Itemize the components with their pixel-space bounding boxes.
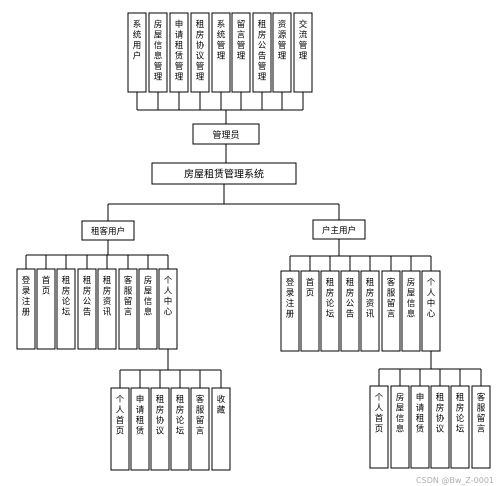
node-label: 客服留言	[477, 392, 486, 435]
vertical-node: 收藏	[211, 387, 231, 471]
node-boxes: 系统用户 房屋信息管理 申请租赁管理 租房协议管理 系统管理 留言管理 租房公告管理 资源管理…	[16, 12, 491, 471]
vertical-node: 留言管理	[231, 12, 251, 93]
node-label: 留言管理	[237, 19, 246, 62]
vertical-node: 申请租赁	[130, 387, 150, 471]
node-label: 资源管理	[278, 19, 287, 62]
vertical-node: 租房论坛	[450, 385, 470, 469]
node-label: 收藏	[217, 394, 226, 416]
node-label: 租房资讯	[366, 278, 375, 320]
node-label: 租房协议	[436, 393, 445, 435]
vertical-node: 房屋信息	[401, 270, 421, 352]
vertical-node: 首页	[300, 270, 320, 352]
node-label: 首页	[42, 275, 51, 297]
node-label: 租房公告	[346, 278, 355, 320]
node-label: 客服留言	[387, 277, 396, 320]
node-label: 系统管理	[217, 19, 226, 62]
vertical-node: 租房公告管理	[252, 12, 272, 93]
node-label: 申请租赁管理	[175, 19, 184, 83]
vertical-node: 客服留言	[471, 385, 491, 469]
root-node: 房屋租赁管理系统	[151, 162, 297, 185]
vertical-node: 房屋信息	[390, 385, 410, 469]
vertical-node: 申请租赁	[410, 385, 430, 469]
owner-label: 户主用户	[322, 225, 356, 236]
connector-lines	[25, 92, 482, 388]
vertical-node: 租房公告	[77, 268, 97, 350]
tenant-node: 租客用户	[81, 220, 135, 241]
vertical-node: 租房论坛	[320, 270, 340, 352]
watermark: CSDN @Bw_Z-0001	[416, 476, 494, 485]
vertical-node: 租房论坛	[56, 268, 76, 350]
node-label: 房屋信息	[396, 392, 405, 435]
node-label: 租房资讯	[103, 276, 112, 318]
tenant-label: 租客用户	[91, 226, 125, 237]
node-label: 租房论坛	[326, 278, 335, 320]
vertical-node: 首页	[36, 268, 56, 350]
vertical-node: 个人中心	[158, 268, 178, 350]
node-label: 房屋信息管理	[154, 19, 163, 83]
node-label: 房屋信息	[144, 275, 153, 318]
vertical-node: 房屋信息	[138, 268, 158, 350]
node-label: 客服留言	[124, 275, 133, 318]
node-label: 租房公告	[83, 276, 92, 318]
vertical-node: 租房资讯	[360, 270, 380, 352]
vertical-node: 个人首页	[369, 385, 389, 469]
vertical-node: 系统用户	[127, 12, 147, 93]
node-label: 租房论坛	[62, 276, 71, 318]
vertical-node: 申请租赁管理	[169, 12, 189, 93]
vertical-node: 客服留言	[190, 387, 210, 471]
vertical-node: 租房协议	[430, 385, 450, 469]
node-label: 首页	[306, 277, 315, 299]
vertical-node: 租房协议管理	[190, 12, 210, 93]
node-label: 客服留言	[196, 394, 205, 437]
vertical-node: 租房资讯	[97, 268, 117, 350]
node-label: 申请租赁	[136, 394, 145, 437]
owner-node: 户主用户	[312, 219, 366, 240]
node-label: 租房论坛	[176, 395, 185, 437]
vertical-node: 客服留言	[118, 268, 138, 350]
root-label: 房屋租赁管理系统	[184, 168, 264, 181]
admin-label: 管理员	[212, 129, 239, 141]
node-label: 租房协议管理	[196, 20, 205, 83]
node-label: 申请租赁	[416, 392, 425, 435]
node-label: 个人中心	[164, 276, 173, 318]
vertical-node: 资源管理	[272, 12, 292, 93]
node-label: 租房论坛	[456, 393, 465, 435]
vertical-node: 房屋信息管理	[148, 12, 168, 93]
vertical-node: 客服留言	[381, 270, 401, 352]
vertical-node: 登录注册	[280, 270, 300, 352]
vertical-node: 租房公告	[340, 270, 360, 352]
node-label: 交流管理	[299, 19, 308, 62]
vertical-node: 个人中心	[421, 270, 441, 352]
vertical-node: 系统管理	[211, 12, 231, 93]
vertical-node: 个人首页	[110, 387, 130, 471]
node-label: 登录注册	[22, 275, 31, 318]
node-label: 个人中心	[427, 278, 436, 320]
node-label: 个人首页	[375, 393, 384, 435]
vertical-node: 交流管理	[293, 12, 313, 93]
vertical-node: 登录注册	[16, 268, 36, 350]
node-label: 租房协议	[156, 395, 165, 437]
vertical-node: 租房论坛	[170, 387, 190, 471]
node-label: 租房公告管理	[258, 20, 267, 83]
node-label: 登录注册	[286, 277, 295, 320]
node-label: 个人首页	[116, 395, 125, 437]
admin-node: 管理员	[192, 123, 260, 145]
node-label: 房屋信息	[407, 277, 416, 320]
node-label: 系统用户	[133, 19, 142, 62]
vertical-node: 租房协议	[150, 387, 170, 471]
